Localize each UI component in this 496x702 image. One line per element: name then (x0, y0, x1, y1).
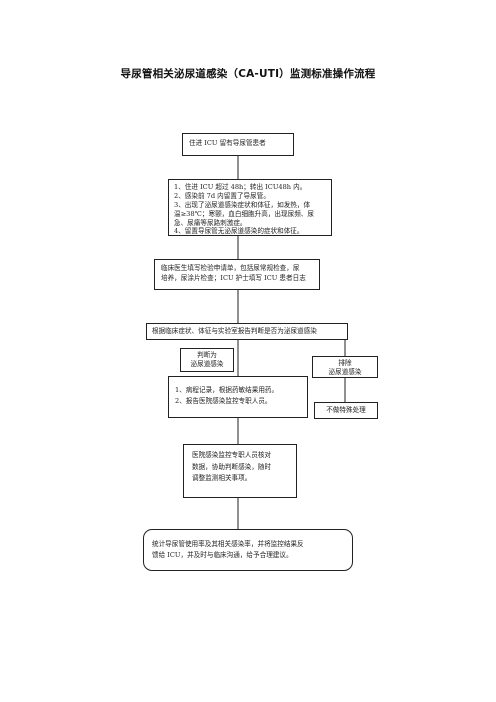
yes-label-line: 判断为 (197, 351, 217, 359)
judge-box: 根据临床症状、体征与实验室报告判断是否为泌尿道感染 (146, 323, 348, 340)
final-box: 统计导尿管使用率及其相关感染率，并将监控结果反 馈给 ICU，并及时与临床沟通，… (143, 529, 353, 571)
judge-text: 根据临床症状、体征与实验室报告判断是否为泌尿道感染 (152, 327, 317, 335)
no-action-box: 不做特殊处理 (314, 402, 378, 419)
criteria-line: 1、住进 ICU 超过 48h；转出 ICU48h 内。 (174, 183, 307, 191)
criteria-line: 急、尿痛等尿路刺激症。 (174, 218, 247, 227)
exam-box: 临床医生填写检验申请单，包括尿常规检查，尿 培养，尿涂片检查；ICU 护士填写 … (154, 259, 320, 290)
yes-label-box: 判断为 泌尿道感染 (180, 348, 234, 372)
no-label-line: 泌尿道感染 (328, 368, 362, 377)
actions-line: 2、报告医院感染监控专职人员。 (175, 397, 272, 406)
verify-line: 医院感染监控专职人员核对 (192, 451, 272, 459)
final-line: 统计导尿管使用率及其相关感染率，并将监控结果反 (152, 540, 304, 548)
actions-line: 1、病程记录，根据药敏结果用药。 (175, 386, 279, 394)
final-line: 馈给 ICU，并及时与临床沟通，给予合理建议。 (152, 550, 293, 559)
no-label-box: 排除 泌尿道感染 (312, 356, 378, 378)
start-text: 住进 ICU 留有导尿管患者 (189, 139, 266, 147)
criteria-box: 1、住进 ICU 超过 48h；转出 ICU48h 内。 2、感染前 7d 内留… (168, 179, 332, 236)
page-title: 导尿管相关泌尿道感染（CA-UTI）监测标准操作流程 (120, 68, 376, 80)
no-action-text: 不做特殊处理 (326, 406, 366, 414)
exam-line: 培养，尿涂片检查；ICU 护士填写 ICU 患者日志 (161, 273, 306, 282)
exam-line: 临床医生填写检验申请单，包括尿常规检查，尿 (161, 264, 300, 272)
no-label-line: 排除 (338, 359, 352, 367)
verify-line: 数据，协助判断感染，随时 (192, 462, 272, 471)
yes-label-line: 泌尿道感染 (190, 360, 224, 369)
verify-line: 调整监测相关事项。 (192, 474, 252, 483)
criteria-line: 2、感染前 7d 内留置了导尿管。 (174, 191, 270, 200)
actions-box: 1、病程记录，根据药敏结果用药。 2、报告医院感染监控专职人员。 (168, 376, 308, 418)
start-box: 住进 ICU 留有导尿管患者 (182, 133, 294, 156)
criteria-line: 温≥38℃；寒颤，血白细胞升高，出现尿频、尿 (174, 209, 314, 218)
verify-box: 医院感染监控专职人员核对 数据，协助判断感染，随时 调整监测相关事项。 (183, 444, 297, 498)
criteria-line: 4、留置导尿管无泌尿道感染的症状和体征。 (174, 227, 304, 236)
criteria-line: 3、出现了泌尿道感染症状和体征，如发热，体 (174, 200, 311, 209)
